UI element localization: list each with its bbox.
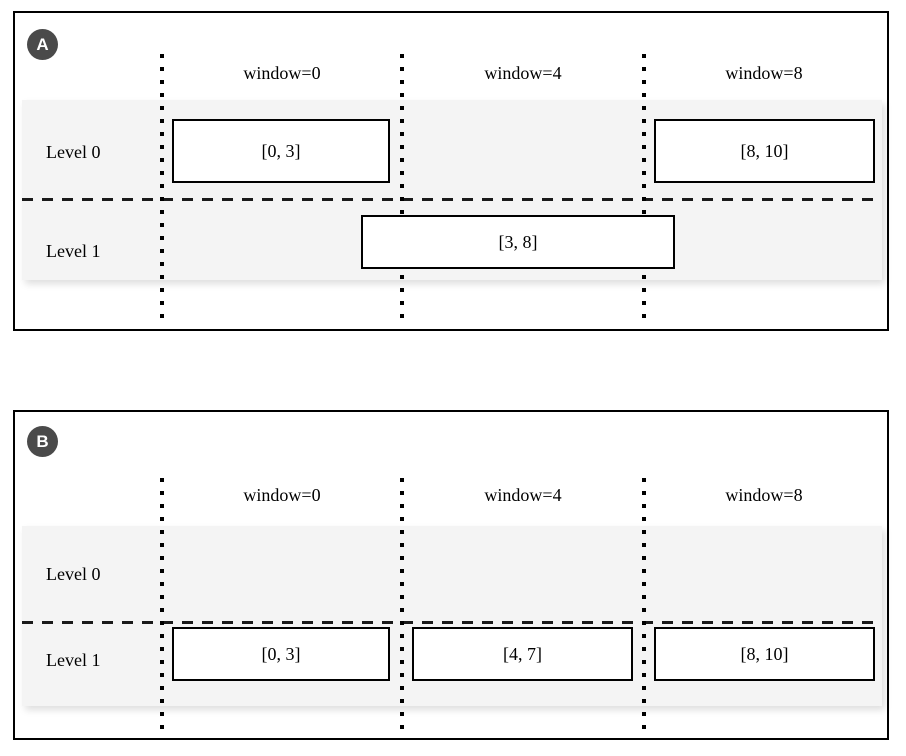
- panel-badge-b: B: [27, 426, 58, 457]
- window-separator-2-b: [642, 478, 646, 740]
- column-header-window-0-b: window=0: [243, 485, 321, 505]
- window-separator-0-a: [160, 54, 164, 326]
- interval-box-0-3-level1-b: [0, 3]: [172, 627, 390, 681]
- level-divider-a: [22, 198, 882, 201]
- interval-box-0-3-level0-a: [0, 3]: [172, 119, 390, 183]
- row-label-level-1-b: Level 1: [46, 650, 101, 670]
- row-label-level-0-a: Level 0: [46, 142, 101, 162]
- window-separator-2-a: [642, 54, 646, 326]
- panel-a: A window=0 window=4 window=8 Level 0 Lev…: [13, 11, 889, 331]
- interval-box-8-10-level1-b: [8, 10]: [654, 627, 875, 681]
- panel-badge-a: A: [27, 29, 58, 60]
- row-label-level-1-a: Level 1: [46, 241, 101, 261]
- column-header-window-4-a: window=4: [484, 63, 562, 83]
- window-separator-1-a: [400, 54, 404, 326]
- window-separator-0-b: [160, 478, 164, 740]
- row-label-level-0-b: Level 0: [46, 564, 101, 584]
- column-header-window-0-a: window=0: [243, 63, 321, 83]
- window-separator-1-b: [400, 478, 404, 740]
- column-header-window-8-b: window=8: [725, 485, 803, 505]
- interval-box-3-8-level1-a: [3, 8]: [361, 215, 675, 269]
- interval-box-4-7-level1-b: [4, 7]: [412, 627, 633, 681]
- interval-box-8-10-level0-a: [8, 10]: [654, 119, 875, 183]
- transition-group: Strict window compaction, window = 4: [0, 338, 906, 736]
- column-header-window-4-b: window=4: [484, 485, 562, 505]
- level-divider-b: [22, 621, 882, 624]
- panel-b: B window=0 window=4 window=8 Level 0 Lev…: [13, 410, 889, 740]
- column-header-window-8-a: window=8: [725, 63, 803, 83]
